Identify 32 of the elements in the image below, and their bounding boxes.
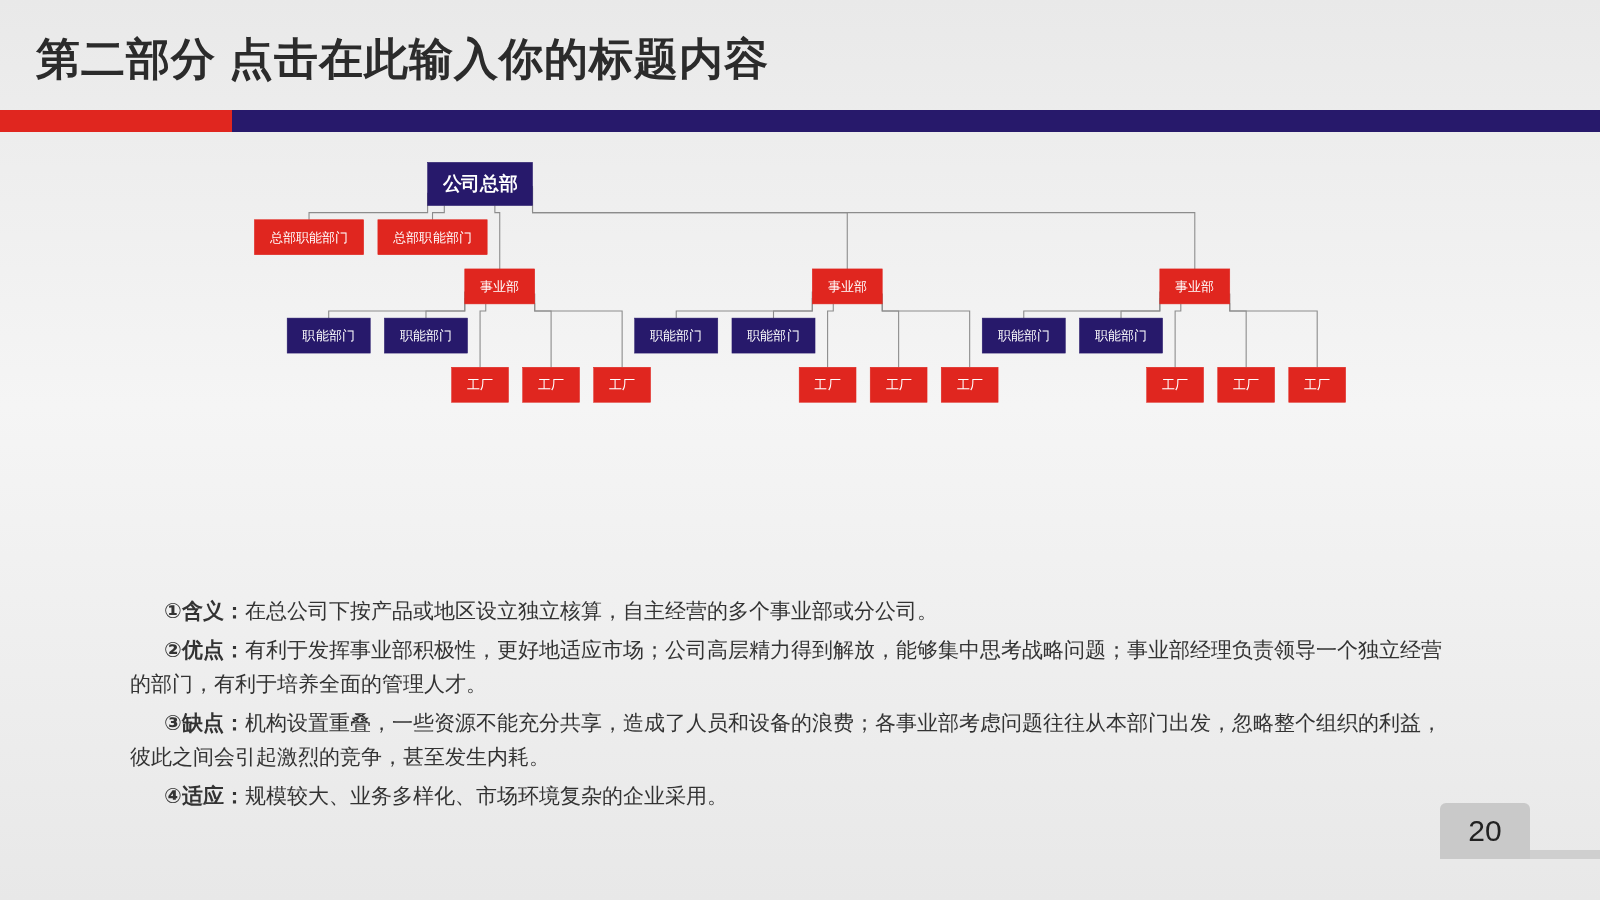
note-text: ③缺点：机构设置重叠，一些资源不能充分共享，造成了人员和设备的浪费；各事业部考虑问题往往从本部门出发，忽略整个组织的利益，彼此之间会引起激烈的竞争，甚至发生内耗。 (130, 710, 1443, 770)
node-box: 总部职能部门 (254, 219, 364, 255)
connector (494, 205, 501, 270)
node-box: 事业部 (812, 268, 883, 305)
node-box: 工厂 (798, 367, 857, 403)
connector (827, 303, 834, 368)
slide-title: 第二部分 点击在此输入你的标题内容 (36, 33, 770, 85)
node-box: 事业部 (1159, 268, 1231, 305)
node-box: 工厂 (593, 367, 651, 403)
node-box: 公司总部 (427, 162, 533, 206)
node-box: 职能部门 (634, 317, 719, 354)
connector (1174, 303, 1182, 368)
node-box: 职能部门 (1079, 317, 1163, 354)
note-text: ②优点：有利于发挥事业部积极性，更好地适应市场；公司高层精力得到解放，能够集中思考战略问题；事业部经理负责领导一个独立经营的部门，有利于培养全面的管理人才。 (130, 637, 1443, 697)
node-box: 工厂 (1288, 367, 1346, 403)
node-box: 工厂 (940, 367, 999, 403)
node-box: 工厂 (522, 367, 580, 403)
page-number: 20 (1440, 803, 1530, 859)
node-box: 工厂 (451, 367, 509, 403)
node-box: 职能部门 (384, 317, 468, 354)
node-box: 工厂 (869, 367, 928, 403)
node-box: 职能部门 (731, 317, 816, 354)
node-box: 职能部门 (981, 317, 1066, 354)
node-box: 工厂 (1217, 367, 1275, 403)
node-box: 职能部门 (286, 317, 371, 354)
connector (479, 303, 487, 368)
note-text: ④适应：规模较大、业务多样化、市场环境复杂的企业采用。 (163, 783, 729, 809)
note-text: ①含义：在总公司下按产品或地区设立独立核算，自主经营的多个事业部或分公司。 (163, 598, 939, 624)
node-box: 事业部 (464, 268, 535, 305)
connector (432, 205, 445, 221)
node-box: 工厂 (1146, 367, 1204, 403)
node-box: 总部职能部门 (377, 219, 488, 255)
